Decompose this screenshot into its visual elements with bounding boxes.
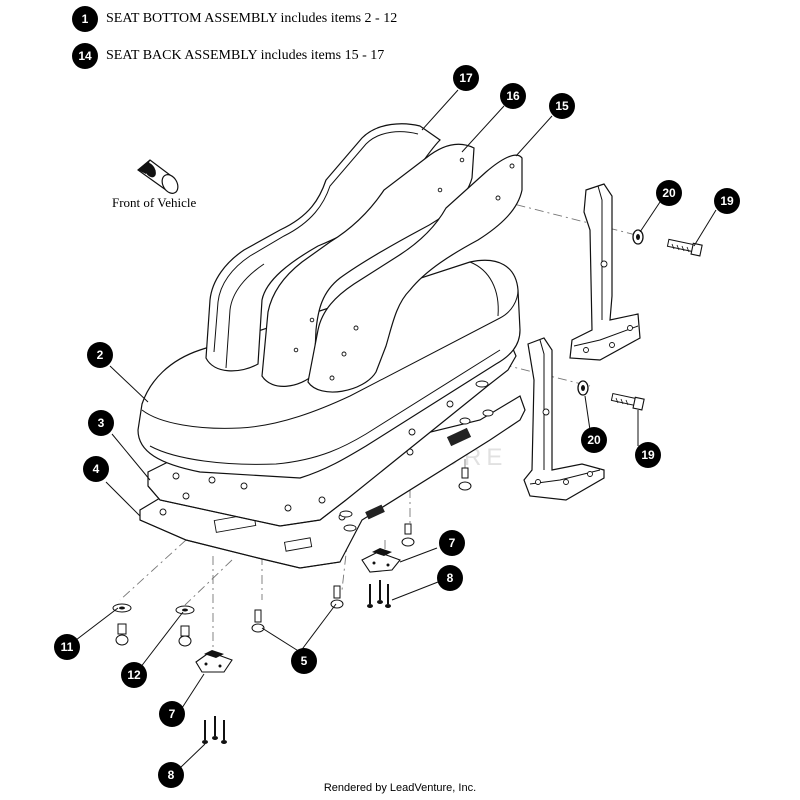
svg-text:19: 19 [720, 194, 734, 208]
legend-badge: 14 [72, 43, 98, 69]
callout-19: 19 [635, 442, 661, 468]
legend-text: SEAT BACK ASSEMBLY includes items 15 - 1… [106, 48, 385, 63]
callout-8: 8 [437, 565, 463, 591]
svg-text:11: 11 [61, 640, 74, 654]
callout-7: 7 [439, 530, 465, 556]
svg-text:16: 16 [506, 89, 520, 103]
washer-bolt-item-11 [112, 603, 132, 646]
clip-item-7 [361, 548, 401, 573]
screw-item-8 [202, 716, 227, 744]
screw-item-8 [367, 580, 391, 608]
screw-item-5 [251, 467, 472, 633]
svg-text:7: 7 [449, 536, 456, 550]
svg-text:3: 3 [98, 416, 105, 430]
legend-seat-back: 14 SEAT BACK ASSEMBLY includes items 15 … [72, 43, 384, 69]
svg-text:7: 7 [169, 707, 176, 721]
callout-19: 19 [714, 188, 740, 214]
legend-text: SEAT BOTTOM ASSEMBLY includes items 2 - … [106, 11, 398, 26]
washer-item-20 [577, 229, 644, 396]
callout-17: 17 [453, 65, 479, 91]
svg-text:15: 15 [555, 99, 569, 113]
callout-5: 5 [291, 648, 317, 674]
callout-11: 11 [54, 634, 80, 660]
svg-text:12: 12 [127, 668, 141, 682]
svg-text:20: 20 [662, 186, 676, 200]
svg-text:20: 20 [587, 433, 601, 447]
callout-16: 16 [500, 83, 526, 109]
leader-lines [75, 89, 717, 769]
callout-8: 8 [158, 762, 184, 788]
svg-text:17: 17 [459, 71, 473, 85]
svg-text:8: 8 [447, 571, 454, 585]
front-of-vehicle-label: Front of Vehicle [112, 195, 197, 210]
svg-text:2: 2 [97, 348, 104, 362]
legend-seat-bottom: 1 SEAT BOTTOM ASSEMBLY includes items 2 … [72, 6, 397, 32]
front-arrow-icon [137, 159, 179, 194]
callout-4: 4 [83, 456, 109, 482]
washer-bolt-item-12 [175, 605, 195, 647]
clip-item-7 [195, 650, 233, 673]
render-credit: Rendered by LeadVenture, Inc. [323, 782, 477, 794]
svg-text:4: 4 [93, 462, 100, 476]
callout-20: 20 [656, 180, 682, 206]
callout-7: 7 [159, 701, 185, 727]
hinge-bracket-upper [569, 183, 641, 361]
svg-text:19: 19 [641, 448, 655, 462]
bolt-item-19 [610, 238, 703, 411]
hinge-bracket-lower [523, 337, 605, 501]
callout-15: 15 [549, 93, 575, 119]
callout-3: 3 [88, 410, 114, 436]
callout-12: 12 [121, 662, 147, 688]
legend-badge: 1 [72, 6, 98, 32]
callout-2: 2 [87, 342, 113, 368]
back-pan-item-15 [307, 154, 523, 393]
callout-20: 20 [581, 427, 607, 453]
svg-text:8: 8 [168, 768, 175, 782]
svg-text:5: 5 [301, 654, 308, 668]
